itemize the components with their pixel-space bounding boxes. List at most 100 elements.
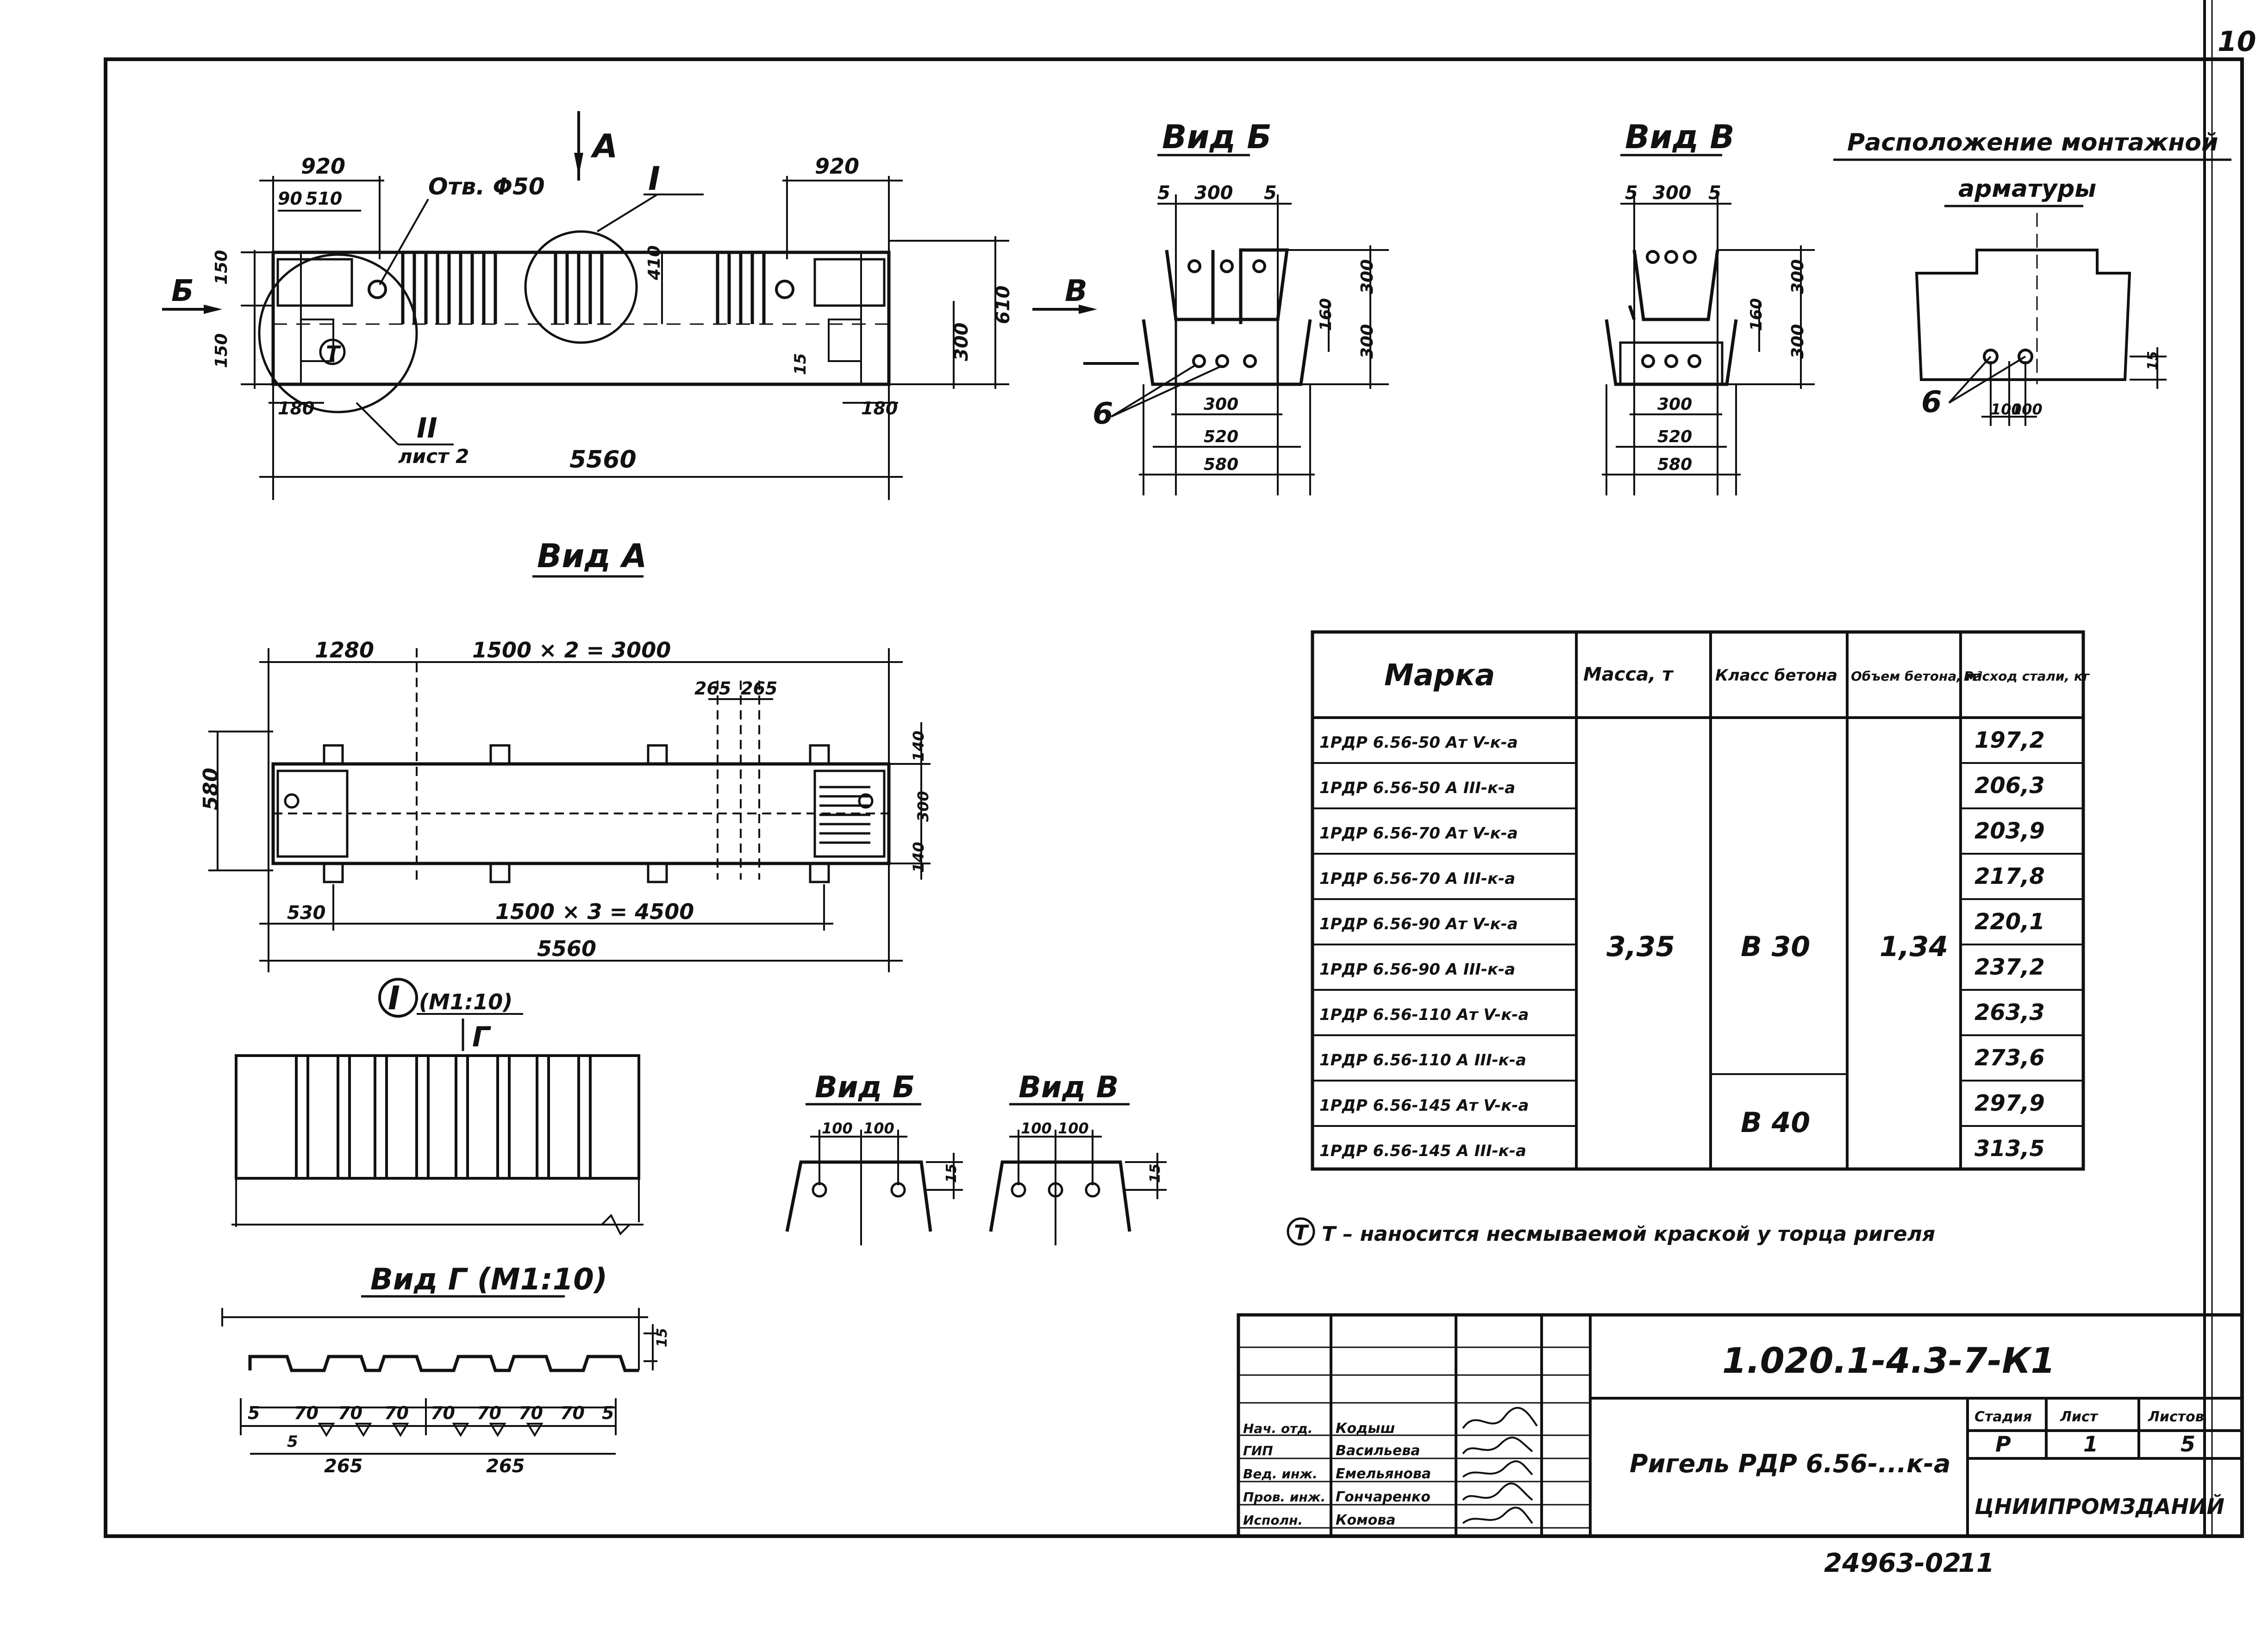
row-mark-2: 1РДР 6.56-70 Ат V-к-а [1319,824,1518,843]
small-b-dim-1: 100 [822,1119,853,1137]
name-2: Емельянова [1336,1466,1431,1482]
vb-dim-inner: 300 [1204,395,1238,414]
callout-II-label: II [417,412,437,444]
small-view-b: Вид Б 100 100 15 [785,1070,963,1245]
vb-dim-300: 300 [1194,182,1233,204]
row-mark-0: 1РДР 6.56-50 Ат V-к-а [1319,733,1518,752]
vv-dim-580: 580 [1657,455,1692,474]
th-volume: Объем бетона, м³ [1851,669,1982,684]
dim-5560: 5560 [569,446,637,474]
role-2: Вед. инж. [1243,1466,1318,1482]
row-steel-3: 217,8 [1974,863,2045,889]
row-steel-7: 273,6 [1974,1045,2045,1071]
mounting-dim-1: 100 [1991,400,2022,418]
dim-90: 90 [278,188,302,209]
spec-table: Марка Масса, т Класс бетона Объем бетона… [1311,630,2090,1171]
small-v-dim-2: 100 [1058,1119,1089,1137]
sheets-value: 5 [2181,1432,2195,1457]
view-a: Вид А [199,537,932,972]
dim-410: 410 [645,245,664,281]
mounting-dim-v: 15 [2145,351,2161,370]
row-steel-4: 220,1 [1974,909,2045,935]
vv-dim-v160: 160 [1747,298,1766,331]
role-1: ГИП [1243,1443,1273,1458]
vg-dim-7: 70 [560,1403,585,1423]
vv-dim-v300a: 300 [1788,259,1807,294]
vb-dim-v160: 160 [1317,298,1335,331]
cell-mass: 3,35 [1606,931,1675,963]
vb-dim-5a: 5 [1157,182,1170,204]
va-dim-1280: 1280 [315,638,374,663]
row-mark-6: 1РДР 6.56-110 Ат V-к-а [1319,1006,1529,1024]
row-mark-3: 1РДР 6.56-70 А III-к-а [1319,869,1515,888]
mounting-dim-2: 100 [2012,400,2043,418]
small-v-dim-1: 100 [1021,1119,1052,1137]
va-dim-265a: 265 [694,678,731,699]
th-steel: Расход стали, кг [1964,669,2090,684]
row-steel-2: 203,9 [1974,818,2045,844]
dim-15: 15 [791,353,810,375]
va-dim-140b: 140 [910,842,927,873]
cell-volume: 1,34 [1880,931,1948,963]
mounting-title-2: арматуры [1958,175,2096,203]
row-steel-5: 237,2 [1974,954,2045,980]
dim-510: 510 [306,188,342,209]
small-v-title: Вид В [1018,1070,1118,1105]
row-mark-5: 1РДР 6.56-90 А III-к-а [1319,960,1515,979]
row-mark-4: 1РДР 6.56-90 Ат V-к-а [1319,915,1518,933]
cell-class1: В 30 [1741,931,1810,963]
vg-dim-265a: 265 [324,1456,363,1477]
vb-dim-v300b: 300 [1358,324,1377,359]
small-v-dim-v: 15 [1147,1163,1163,1183]
row-steel-8: 297,9 [1974,1090,2045,1116]
callout-circle-II [258,253,418,413]
vg-dim-2: 70 [338,1403,362,1423]
th-mass: Масса, т [1583,664,1674,685]
row-mark-1: 1РДР 6.56-50 А III-к-а [1319,779,1515,797]
vg-dim-1: 70 [294,1403,319,1423]
view-b: Вид Б 5 300 5 300 520 580 300 [1083,118,1389,495]
small-b-dim-2: 100 [863,1119,894,1137]
view-g: Вид Г (М1:10) 5 70 70 70 70 70 70 70 5 5… [221,1263,670,1477]
role-4: Исполн. [1243,1513,1303,1528]
row-mark-7: 1РДР 6.56-110 А III-к-а [1319,1051,1526,1069]
main-view: Т 920 920 90 510 Отв. Φ50 [162,111,1014,500]
role-0: Нач. отд. [1243,1421,1313,1436]
va-dim-530: 530 [287,902,326,924]
vg-dim-4: 70 [431,1403,455,1423]
vg-dim-6: 70 [519,1403,543,1423]
vv-dim-5b: 5 [1708,182,1721,204]
sheet-frame [104,57,2244,1538]
vg-dim-0: 5 [248,1403,260,1423]
product-name: Ригель РДР 6.56-...к-а [1630,1449,1950,1478]
name-0: Кодыш [1336,1420,1395,1437]
va-dim-5560: 5560 [537,936,596,961]
dim-150-bot: 150 [212,333,231,368]
name-3: Гончаренко [1336,1489,1431,1505]
mounting-reinforcement: Расположение монтажной арматуры 6 100 10… [1833,129,2231,426]
dim-920-right: 920 [815,154,859,179]
dim-610: 610 [993,286,1014,325]
small-b-dim-v: 15 [943,1163,960,1183]
dim-180-right: 180 [861,398,898,419]
dim-180-left: 180 [278,398,314,419]
hole-right [775,280,794,299]
bottom-number: 11 [1958,1548,1994,1578]
doc-code: 1.020.1-4.3-7-К1 [1722,1340,2055,1381]
row-steel-9: 313,5 [1974,1136,2045,1162]
th-class: Класс бетона [1715,666,1837,685]
va-dim-265b: 265 [741,678,777,699]
dim-300: 300 [951,323,972,362]
section-mark-a: А [590,127,618,165]
callout-II-sheet: лист 2 [398,445,469,468]
vb-leader-6: 6 [1093,397,1113,431]
va-dim-580: 580 [199,768,223,810]
view-v-title: Вид В [1625,118,1735,156]
row-steel-6: 263,3 [1974,1000,2045,1026]
row-steel-0: 197,2 [1974,727,2045,753]
vg-dim-265b: 265 [486,1456,525,1477]
detail-I-scale: (М1:10) [419,989,512,1014]
view-a-title: Вид А [537,537,647,575]
t-mark: Т [326,342,341,365]
role-3: Пров. инж. [1243,1489,1325,1505]
